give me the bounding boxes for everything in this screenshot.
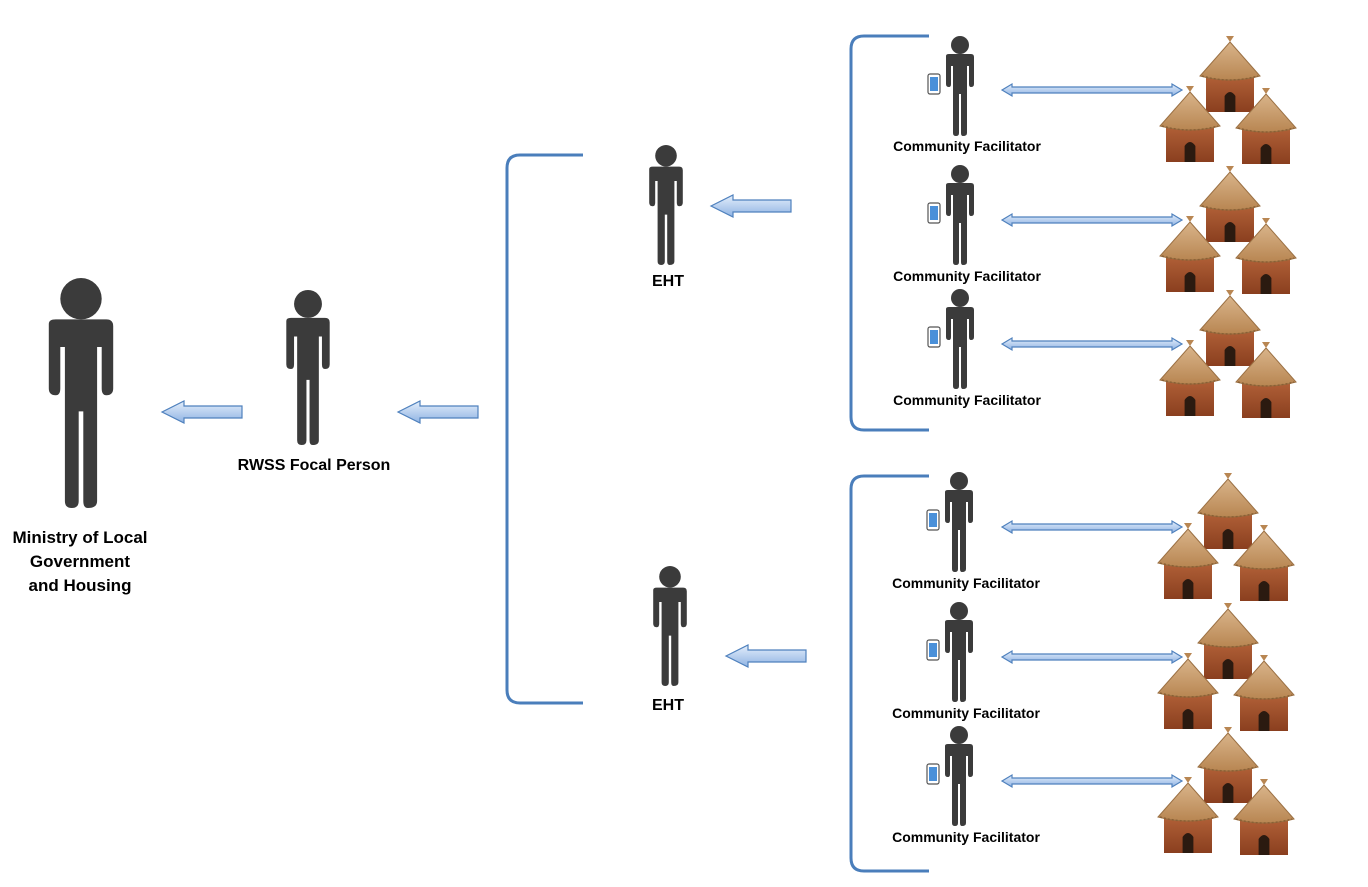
mobile-phone-icon — [926, 639, 940, 661]
person-icon — [945, 726, 973, 826]
left-arrow-icon — [710, 194, 792, 218]
facilitator-label: Community Facilitator — [893, 138, 1041, 154]
hut-village-icon — [1160, 166, 1296, 294]
hut-village-icon — [1158, 727, 1294, 855]
hut-village-icon — [1160, 290, 1296, 418]
double-arrow-icon — [1001, 213, 1183, 227]
focal-label: RWSS Focal Person — [238, 457, 391, 474]
double-arrow-icon — [1001, 520, 1183, 534]
person-icon — [945, 602, 973, 702]
person-icon — [946, 36, 974, 136]
mobile-phone-icon — [927, 326, 941, 348]
double-arrow-icon — [1001, 774, 1183, 788]
ministry-label-line-1: Ministry of Local — [12, 528, 147, 547]
facilitator-row: Community Facilitator — [892, 472, 1294, 601]
eht-top-node: EHT — [649, 145, 684, 290]
facilitator-row: Community Facilitator — [893, 289, 1296, 418]
ministry-label-line-3: and Housing — [29, 576, 132, 595]
bracket-line — [505, 153, 583, 705]
ministry-label-line-2: Government — [30, 552, 130, 571]
eht-top-label: EHT — [652, 273, 684, 290]
mobile-phone-icon — [927, 202, 941, 224]
facilitator-label: Community Facilitator — [893, 392, 1041, 408]
facilitator-row: Community Facilitator — [892, 602, 1294, 731]
person-icon — [946, 289, 974, 389]
mobile-phone-icon — [927, 73, 941, 95]
facilitator-row: Community Facilitator — [893, 36, 1296, 164]
facilitator-row: Community Facilitator — [892, 726, 1294, 855]
double-arrow-icon — [1001, 650, 1183, 664]
facilitator-label: Community Facilitator — [892, 575, 1040, 591]
facilitator-row: Community Facilitator — [893, 165, 1296, 294]
ministry-node: Ministry of Local Government and Housing — [12, 278, 148, 595]
person-icon — [286, 290, 330, 445]
double-arrow-icon — [1001, 83, 1183, 97]
mobile-phone-icon — [926, 763, 940, 785]
person-icon — [945, 472, 973, 572]
facilitator-label: Community Facilitator — [893, 268, 1041, 284]
focal-node: RWSS Focal Person — [238, 290, 391, 474]
double-arrow-icon — [1001, 337, 1183, 351]
left-arrow-icon — [161, 400, 243, 424]
person-icon — [946, 165, 974, 265]
bracket-line — [849, 474, 929, 873]
person-icon — [653, 566, 687, 686]
person-icon — [649, 145, 683, 265]
hut-village-icon — [1160, 36, 1296, 164]
mobile-phone-icon — [926, 509, 940, 531]
bracket-line — [849, 34, 929, 432]
facilitator-label: Community Facilitator — [892, 829, 1040, 845]
person-icon — [48, 278, 114, 508]
eht-bottom-node: EHT — [652, 566, 687, 714]
facilitator-label: Community Facilitator — [892, 705, 1040, 721]
eht-bottom-label: EHT — [652, 697, 684, 714]
hut-village-icon — [1158, 473, 1294, 601]
left-arrow-icon — [397, 400, 479, 424]
left-arrow-icon — [725, 644, 807, 668]
hut-village-icon — [1158, 603, 1294, 731]
